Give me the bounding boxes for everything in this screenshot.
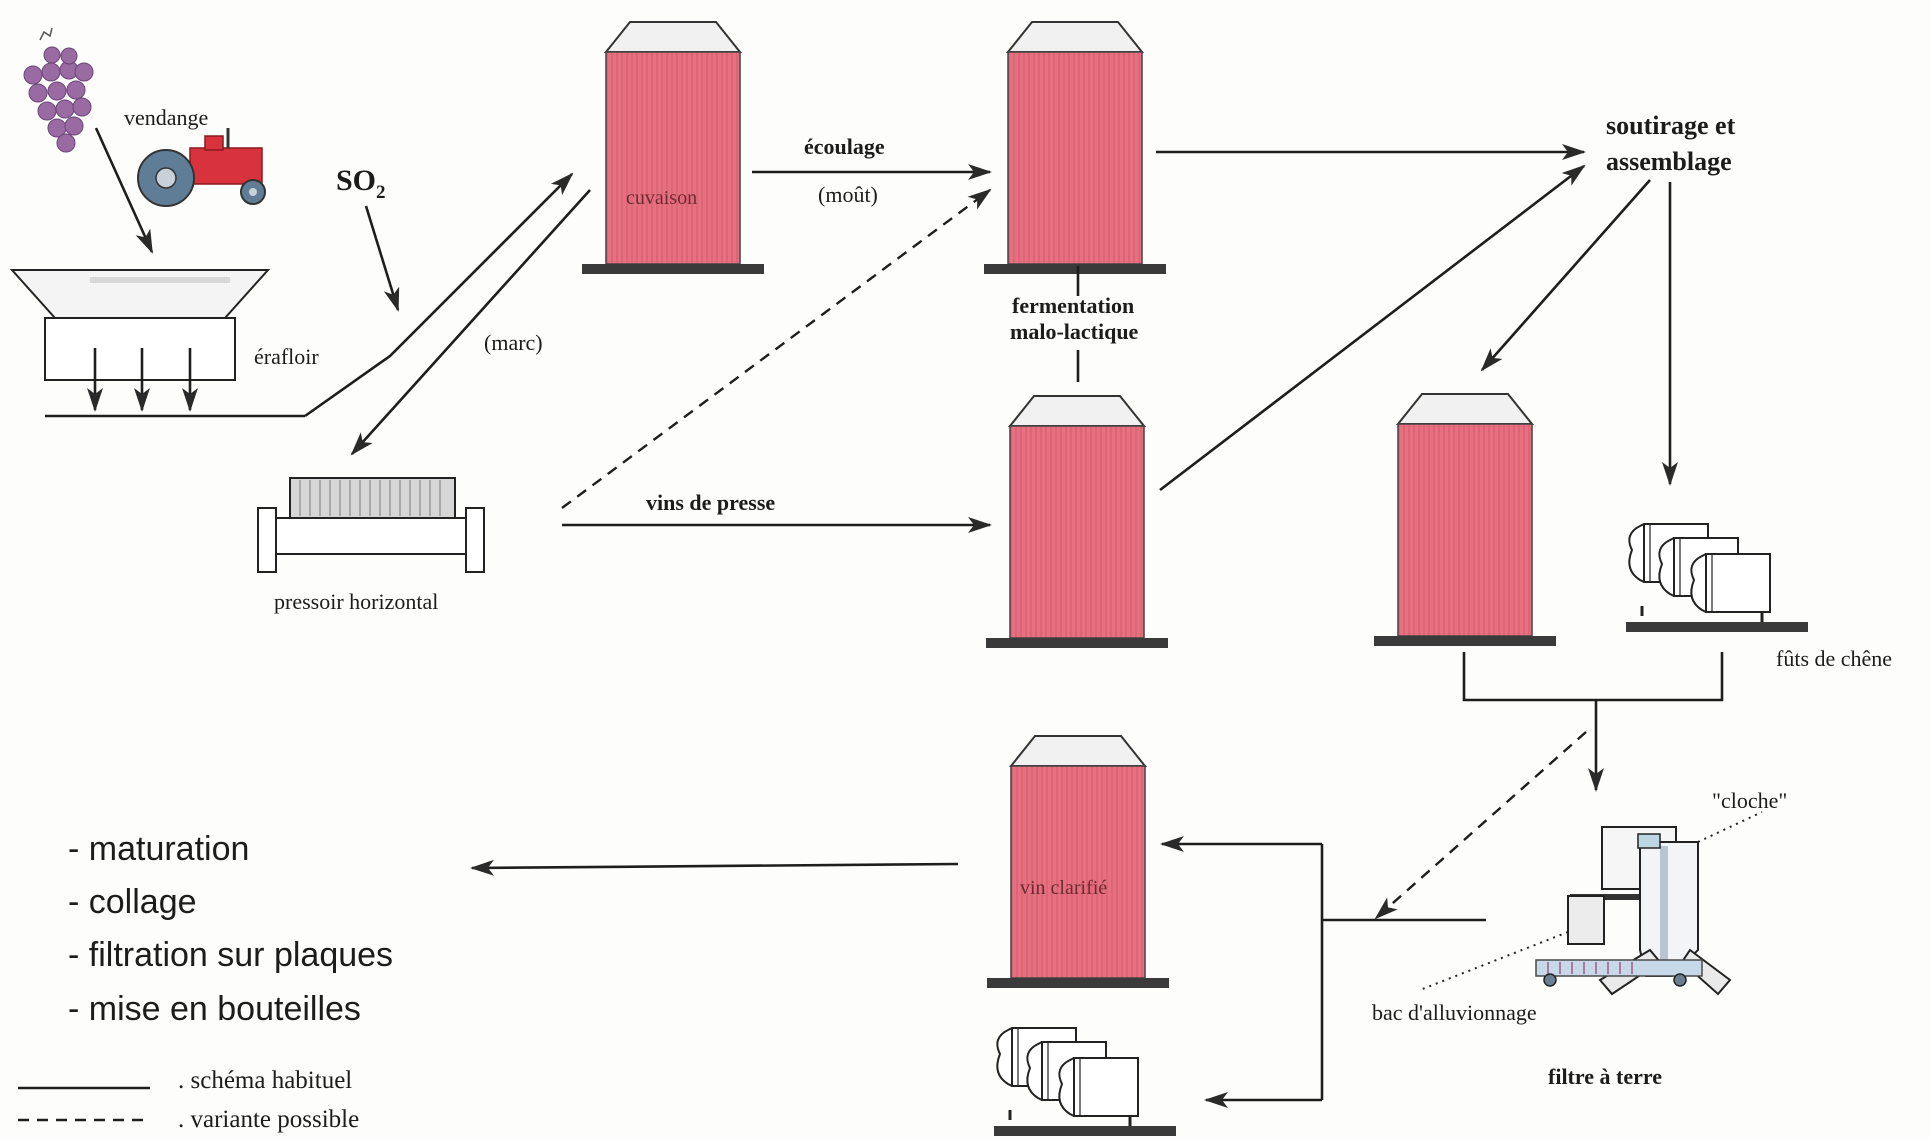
label-vins-de-presse: vins de presse [646, 490, 775, 515]
filter-icon [1419, 811, 1763, 996]
label-bac: bac d'alluvionnage [1372, 1000, 1537, 1025]
arrow-to-cuvaison [304, 172, 574, 418]
barrel-icon [1626, 524, 1808, 632]
tank-vins-de-presse [985, 395, 1169, 649]
label-erafloir: érafloir [254, 344, 319, 369]
arrow-vendange [94, 127, 154, 254]
tank-ecoulage [983, 21, 1167, 275]
tractor-icon [137, 128, 266, 207]
label-cloche: "cloche" [1712, 788, 1787, 813]
press-icon [257, 477, 485, 573]
arrow-presse-to-soutirage [1159, 164, 1586, 492]
label-vendange: vendange [124, 105, 208, 130]
arrow-dashed-bypass [1374, 731, 1587, 920]
erafloir-icon [9, 269, 305, 418]
barrel-icon-bottom [994, 1028, 1176, 1136]
tank-vin-clarifie [986, 735, 1170, 989]
grape-icon [23, 27, 94, 153]
tank-assemblage [1373, 393, 1557, 647]
bracket-merge [1462, 652, 1724, 702]
label-pressoir: pressoir horizontal [274, 589, 438, 614]
label-ecoulage: écoulage [804, 134, 885, 159]
label-fermentation-1: fermentation [1012, 293, 1134, 318]
arrow-dashed-presse [561, 188, 992, 509]
label-so2: SO2 [336, 164, 386, 203]
step-collage: - collage [68, 883, 197, 921]
step-mise-en-bouteilles: - mise en bouteilles [68, 990, 361, 1028]
arrow-so2 [364, 205, 400, 312]
step-filtration: - filtration sur plaques [68, 936, 393, 974]
label-marc: (marc) [484, 330, 543, 355]
label-filtre: filtre à terre [1548, 1064, 1662, 1089]
arrow-marc [350, 189, 591, 456]
arrow-to-tank [1480, 179, 1651, 372]
step-maturation: - maturation [68, 830, 249, 868]
label-soutirage-1: soutirage et [1606, 111, 1736, 140]
label-cuvaison: cuvaison [626, 187, 697, 209]
label-soutirage-2: assemblage [1606, 147, 1732, 176]
tank-cuvaison [581, 21, 765, 275]
arrow-to-steps [470, 859, 959, 876]
label-mout: (moût) [818, 182, 878, 207]
legend-dashed-label: . variante possible [178, 1106, 359, 1133]
legend-solid-label: . schéma habituel [178, 1067, 352, 1094]
label-fermentation-2: malo-lactique [1010, 319, 1139, 344]
label-futs: fûts de chêne [1776, 646, 1892, 671]
label-vin-clarifie: vin clarifié [1020, 877, 1107, 899]
